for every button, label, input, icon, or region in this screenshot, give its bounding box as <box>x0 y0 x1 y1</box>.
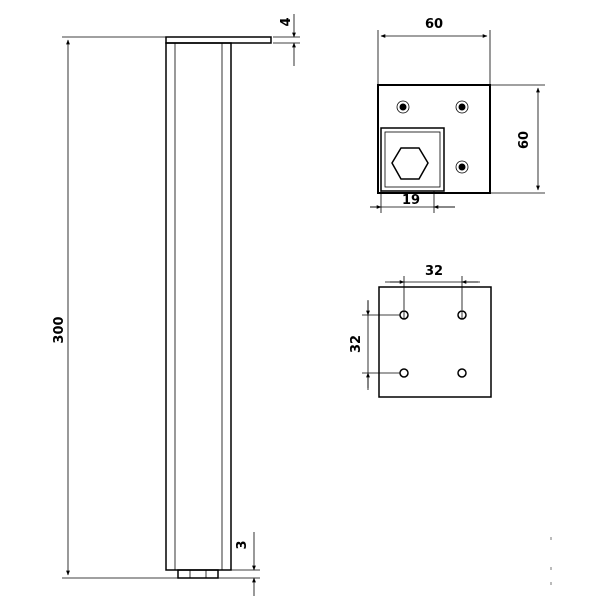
dimension-plate-thickness: 4 <box>273 14 300 66</box>
screw-hole <box>396 100 410 114</box>
tube-profile <box>380 127 445 192</box>
mounting-hole <box>399 368 409 378</box>
screw-hole <box>455 160 469 174</box>
mounting-plate-side <box>165 36 272 44</box>
dimension-leg-height: 300 <box>52 36 178 579</box>
dimension-hole-spacing-x: 32 <box>385 264 480 310</box>
dimension-label-plate-width: 60 <box>425 17 443 32</box>
dimension-label-plate-thickness: 4 <box>279 17 294 26</box>
dimension-foot-height: 3 <box>218 532 260 596</box>
dimension-label-foot-height: 3 <box>235 540 250 549</box>
dimension-plate-depth: 60 <box>490 84 545 194</box>
leg-tube <box>165 42 232 571</box>
dimension-hole-spacing-y: 32 <box>349 300 400 390</box>
dimension-label-tube-size: 19 <box>402 193 420 208</box>
tube-profile-inner <box>384 131 441 188</box>
dimension-label-hole-spacing-y: 32 <box>349 335 364 353</box>
mounting-hole <box>457 368 467 378</box>
dimension-tube-size: 19 <box>370 191 455 213</box>
mounting-plate-top-view <box>377 84 491 194</box>
scan-specks <box>550 537 552 585</box>
screw-hole <box>455 100 469 114</box>
mounting-plate-outline <box>377 84 491 194</box>
dimension-label-plate-depth: 60 <box>517 131 532 149</box>
leg-side-view <box>165 36 272 579</box>
dimension-label-hole-spacing-x: 32 <box>425 264 443 279</box>
dimension-plate-width: 60 <box>377 17 491 85</box>
hex-bolt-icon <box>391 147 429 180</box>
dimension-label-leg-height: 300 <box>52 316 67 343</box>
hole-pattern-plate <box>378 286 492 398</box>
leg-foot <box>177 569 219 579</box>
hole-pattern-view <box>378 286 492 398</box>
